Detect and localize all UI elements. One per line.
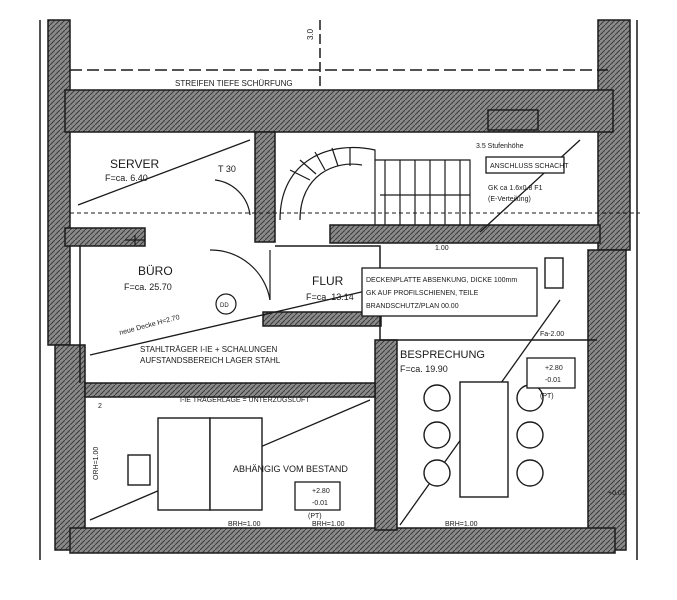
fire-box-label: Fa-2.00 xyxy=(540,331,564,338)
wall-mid-horizontal xyxy=(64,227,146,247)
room-buro-name: BÜRO xyxy=(138,264,173,278)
wall-right-lower xyxy=(587,249,627,551)
right-note-box xyxy=(485,156,565,174)
room-labels: SERVER F=ca. 6.40 BÜRO F=ca. 25.70 FLUR … xyxy=(105,157,485,374)
left-vertical-label: ORH=1.00 xyxy=(93,447,100,480)
desk-1 xyxy=(157,417,211,511)
wall-besprechung-left xyxy=(374,339,398,531)
flur-num-label: 1.00 xyxy=(435,245,449,252)
chair xyxy=(127,454,151,486)
elev-right-1: +2.80 xyxy=(545,365,563,372)
chair-r3 xyxy=(516,459,544,487)
staircase xyxy=(279,146,471,225)
right-edge-label: +0.01 xyxy=(608,490,626,497)
doors xyxy=(125,179,271,315)
brh-mid-label: BRH=1.00 xyxy=(312,521,345,528)
brh-left-label: BRH=1.00 xyxy=(228,521,261,528)
window-box xyxy=(487,109,539,131)
chair-l3 xyxy=(423,459,451,487)
door-symbol-label: DD xyxy=(220,303,229,309)
elev-mid-2: -0.01 xyxy=(312,500,328,507)
top-strip-label: STREIFEN TIEFE SCHÜRFUNG xyxy=(175,79,293,88)
door-t30-label: T 30 xyxy=(218,164,236,174)
beam-label-3: I-IE TRÄGERLAGE = UNTERZUGSLUFT xyxy=(180,396,310,404)
diag-left-label: neue Decke H=2.70 xyxy=(119,314,181,337)
meeting-table xyxy=(459,381,509,498)
column-right xyxy=(544,257,564,289)
room-besprechung-area: F=ca. 19.90 xyxy=(400,364,448,374)
pt-label-mid: (PT) xyxy=(308,513,322,520)
wall-lower-horizontal xyxy=(84,382,376,398)
room-flur-area: F=ca. 13.14 xyxy=(306,292,354,302)
flur-note-box xyxy=(361,267,538,317)
elev-box-right xyxy=(526,357,576,389)
desk-2 xyxy=(209,417,263,511)
wall-left-upper xyxy=(47,19,71,346)
room-flur-name: FLUR xyxy=(312,274,344,288)
stair-note-label: 3.5 Stufenhöhe xyxy=(476,143,524,150)
annotations: STREIFEN TIEFE SCHÜRFUNG T 30 3.5 Stufen… xyxy=(93,28,626,528)
right-box-label: ANSCHLUSS SCHACHT xyxy=(490,163,569,170)
brh-right-label: BRH=1.00 xyxy=(445,521,478,528)
right-dim-2-label: (E-Verteilung) xyxy=(488,196,531,203)
room-server-area: F=ca. 6.40 xyxy=(105,173,148,183)
pt-label-right: (PT) xyxy=(540,393,554,400)
room-server-name: SERVER xyxy=(110,157,159,171)
furniture xyxy=(127,109,564,511)
flur-note-3: BRANDSCHUTZ/PLAN 00.00 xyxy=(366,303,459,310)
room-buro-area: F=ca. 25.70 xyxy=(124,282,172,292)
elev-box-mid xyxy=(294,481,341,511)
wall-stub xyxy=(262,311,382,327)
beam-label-2: AUFSTANDSBEREICH LAGER STAHL xyxy=(140,356,281,365)
elev-mid-1: +2.80 xyxy=(312,488,330,495)
wall-bottom xyxy=(69,527,616,554)
left-small-label: 2 xyxy=(98,403,102,410)
chair-l1 xyxy=(423,384,451,412)
wall-stair-left xyxy=(254,131,276,243)
right-dim-1-label: GK ca 1.6x0.8 F1 xyxy=(488,185,543,192)
flur-note-1: DECKENPLATTE ABSENKUNG, DICKE 100mm xyxy=(366,277,517,284)
abhangig-label: ABHÄNGIG VOM BESTAND xyxy=(233,464,348,474)
wall-mid-horizontal-2 xyxy=(329,224,601,244)
beam-label-1: STAHLTRÄGER I-IE + SCHALUNGEN xyxy=(140,345,278,354)
room-besprechung-name: BESPRECHUNG xyxy=(400,349,485,361)
chair-r2 xyxy=(516,421,544,449)
flur-note-2: GK AUF PROFILSCHIENEN, TEILE xyxy=(366,290,479,297)
elev-right-2: -0.01 xyxy=(545,377,561,384)
chair-l2 xyxy=(423,421,451,449)
top-dim-label: 3.0 xyxy=(306,28,315,40)
wall-right-upper xyxy=(597,19,631,251)
